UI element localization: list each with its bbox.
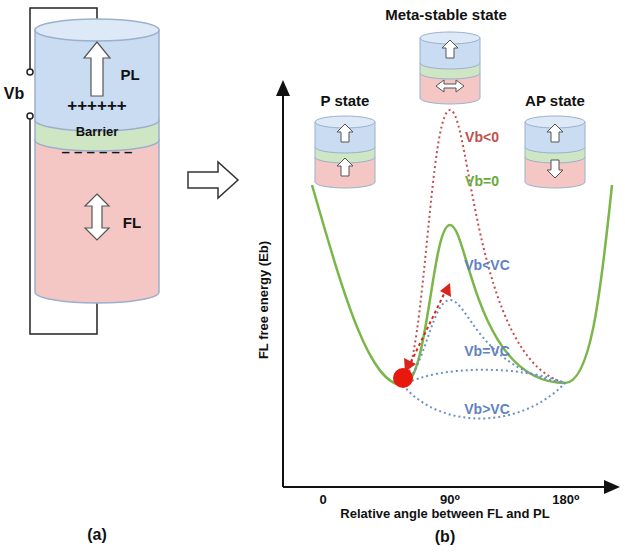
curve-label: Vb=VC (464, 344, 510, 359)
charge-signs: ++++++ (67, 97, 127, 116)
curve-label: Vb>VC (464, 402, 510, 417)
state-label: AP state (525, 92, 585, 109)
layer-label: Barrier (76, 124, 119, 139)
layer-label: PL (120, 66, 139, 83)
state-label: P state (321, 92, 370, 109)
curve-label: Vb<VC (464, 258, 510, 273)
voltage-label: Vb (4, 85, 24, 103)
curve-label: Vb<0 (465, 130, 499, 145)
tick-label: 90⁰ (440, 493, 460, 507)
tick-label: 180⁰ (552, 493, 579, 507)
state-label: Meta-stable state (385, 6, 507, 23)
layer-label: FL (123, 214, 141, 231)
tick-label: 0 (319, 493, 326, 507)
charge-signs: – – – – – – (62, 144, 133, 161)
state-label: P state (321, 92, 370, 109)
axis-title: Relative angle between FL and PL (340, 507, 549, 521)
layer-label: PL (120, 66, 139, 83)
layer-label: Barrier (76, 124, 119, 139)
state-label: Meta-stable state (385, 6, 507, 23)
axis-title: FL free energy (Eb) (257, 241, 271, 359)
panel-label: (a) (87, 526, 107, 544)
curve-label: Vb=0 (465, 174, 499, 189)
layer-label: FL (123, 214, 141, 231)
state-label: AP state (525, 92, 585, 109)
panel-label: (b) (435, 528, 455, 546)
